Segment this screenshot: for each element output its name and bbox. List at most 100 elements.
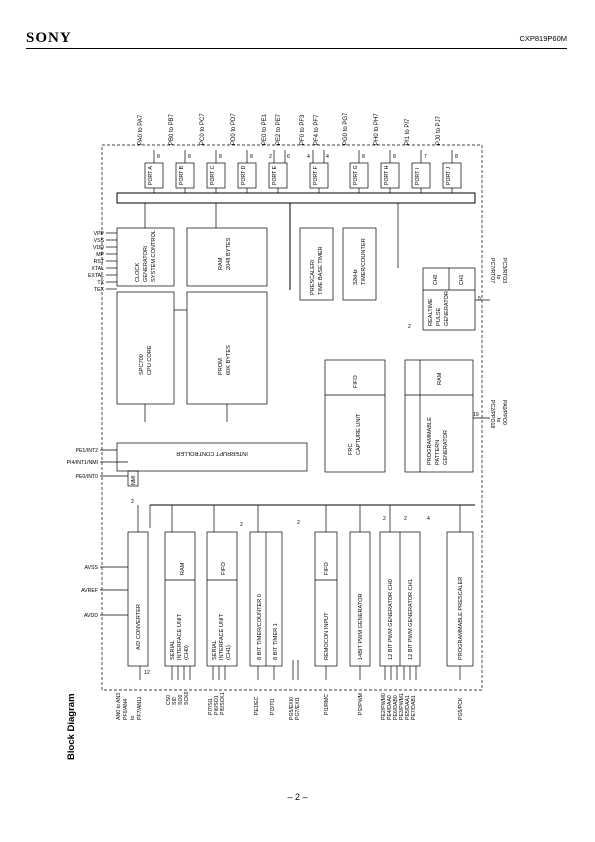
svg-text:FIFO: FIFO [324,562,330,575]
svg-text:AN0 to AN3: AN0 to AN3 [116,693,122,720]
svg-text:32kHz: 32kHz [353,269,359,285]
svg-text:7: 7 [424,154,427,160]
svg-text:PATTERN: PATTERN [435,440,441,465]
svg-text:8: 8 [393,154,396,160]
header-rule [26,48,567,49]
svg-text:PI5/SCK1: PI5/SCK1 [220,692,226,715]
svg-text:to: to [495,275,501,279]
svg-text:2: 2 [297,520,300,526]
svg-text:VDD: VDD [93,245,104,251]
svg-text:VSS: VSS [94,238,105,244]
ram-block [186,227,268,287]
chip-boundary [101,144,483,691]
svg-text:12: 12 [144,670,150,676]
svg-text:PE1/EC: PE1/EC [254,696,260,715]
port-pin-labels: PA0 to PA7 PB0 to PB7 PC0 to PC7 PD0 to … [138,112,442,145]
svg-text:PE6/DAB0: PE6/DAB0 [393,695,399,720]
svg-text:GENERATOR: GENERATOR [444,291,450,326]
svg-text:PI2/PWM: PI2/PWM [358,693,364,715]
svg-text:TIMER/COUNTER: TIMER/COUNTER [361,238,367,285]
svg-text:PORT A: PORT A [148,166,154,185]
prescaler-block [299,227,334,301]
svg-text:PE3/PWM1: PE3/PWM1 [399,693,405,720]
svg-text:to: to [130,716,136,720]
svg-text:TIME BASE TIMER: TIME BASE TIMER [318,246,324,295]
svg-text:PF4 to PF7: PF4 to PF7 [314,114,320,145]
svg-text:MP: MP [96,252,104,258]
svg-text:PC2/PPO18: PC2/PPO18 [489,400,495,428]
svg-text:A/D CONVERTER: A/D CONVERTER [136,604,142,650]
svg-text:PE2/PWM0: PE2/PWM0 [381,693,387,720]
svg-text:5: 5 [478,296,481,302]
svg-text:8 BIT TIMER 1: 8 BIT TIMER 1 [273,623,279,660]
clock-pin-labels: VPP VSS VDD MP RST XTAL EXTAL TX TEX [88,231,105,293]
svg-text:6: 6 [287,154,290,160]
svg-text:PRESCALER/: PRESCALER/ [310,259,316,295]
svg-text:PI4/INT1/NMI: PI4/INT1/NMI [67,460,98,466]
svg-text:PF0/AN4: PF0/AN4 [123,699,129,720]
svg-text:2: 2 [408,324,411,330]
interrupt-controller-block [116,442,308,472]
internal-bus [116,192,476,204]
svg-text:PORT F: PORT F [313,166,319,185]
svg-text:PI7/SI1: PI7/SI1 [208,698,214,715]
svg-text:PC3/RTO3: PC3/RTO3 [501,258,507,283]
svg-text:8: 8 [455,154,458,160]
svg-text:PA0/PPO0: PA0/PPO0 [501,400,507,425]
svg-text:PE0/INT0: PE0/INT0 [76,474,99,480]
svg-text:2048 BYTES: 2048 BYTES [226,237,232,270]
svg-text:SPC700: SPC700 [139,354,145,375]
svg-text:PORT G: PORT G [353,165,359,185]
svg-text:4: 4 [307,154,310,160]
svg-text:PORT H: PORT H [384,165,390,185]
bus-width-numbers: 12 2 2 2 2 2 4 2 5 19 [131,296,481,676]
svg-text:SCK0: SCK0 [184,691,190,705]
svg-text:GENERATOR/: GENERATOR/ [143,245,149,282]
svg-text:8: 8 [362,154,365,160]
svg-text:PD0 to PD7: PD0 to PD7 [231,113,237,145]
svg-text:GENERATOR: GENERATOR [443,430,449,465]
svg-text:SO0: SO0 [178,695,184,705]
svg-text:INTERFACE UNIT: INTERFACE UNIT [219,613,225,660]
svg-text:PI3/TO: PI3/TO [270,699,276,715]
svg-text:PE1/INT2: PE1/INT2 [76,448,99,454]
svg-text:2: 2 [240,522,243,528]
svg-text:CPU CORE: CPU CORE [147,345,153,375]
svg-text:8: 8 [219,154,222,160]
diagram-title: Block Diagram [66,693,77,760]
nmi-box [127,470,139,487]
svg-text:RAM: RAM [218,257,224,270]
svg-text:PI6/SO1: PI6/SO1 [214,695,220,715]
part-number: CXP819P60M [519,34,567,43]
svg-text:(CH0): (CH0) [184,645,190,660]
svg-text:SYSTEM CONTROL: SYSTEM CONTROL [151,230,157,282]
svg-text:SERIAL: SERIAL [212,640,218,660]
svg-text:PROGRAMMABLE: PROGRAMMABLE [427,417,433,465]
svg-text:PC0 to PC7: PC0 to PC7 [200,113,206,145]
svg-text:PORT I: PORT I [415,168,421,185]
svg-text:PF7/AN11: PF7/AN11 [137,696,143,720]
bottom-pin-labels: AN0 to AN3 PF0/AN4 to PF7/AN11 CS0 SI0 S… [116,691,464,720]
svg-text:AVDD: AVDD [84,613,98,619]
svg-text:REMOCON INPUT: REMOCON INPUT [324,612,330,660]
svg-text:NMI: NMI [131,475,137,485]
svg-text:2: 2 [383,516,386,522]
svg-text:14BIT PWM GENERATOR: 14BIT PWM GENERATOR [358,593,364,660]
svg-text:PORT D: PORT D [241,165,247,185]
svg-text:PORT E: PORT E [272,165,278,185]
svg-text:CH0: CH0 [433,275,439,285]
svg-text:PG5/PCK: PG5/PCK [458,697,464,720]
svg-text:PH0 to PH7: PH0 to PH7 [374,113,380,145]
svg-text:PG7/EXI1: PG7/EXI1 [295,697,301,720]
svg-text:19: 19 [473,412,479,418]
svg-text:SERIAL: SERIAL [170,640,176,660]
sony-logo: SONY [26,30,72,46]
svg-text:REALTIME: REALTIME [428,298,434,326]
svg-text:to: to [495,418,501,422]
svg-text:8: 8 [188,154,191,160]
svg-text:CAPTURE UNIT: CAPTURE UNIT [356,413,362,455]
svg-text:RAM: RAM [180,562,186,575]
svg-text:FIFO: FIFO [221,562,227,575]
svg-text:PE2 to PE7: PE2 to PE7 [276,113,282,145]
